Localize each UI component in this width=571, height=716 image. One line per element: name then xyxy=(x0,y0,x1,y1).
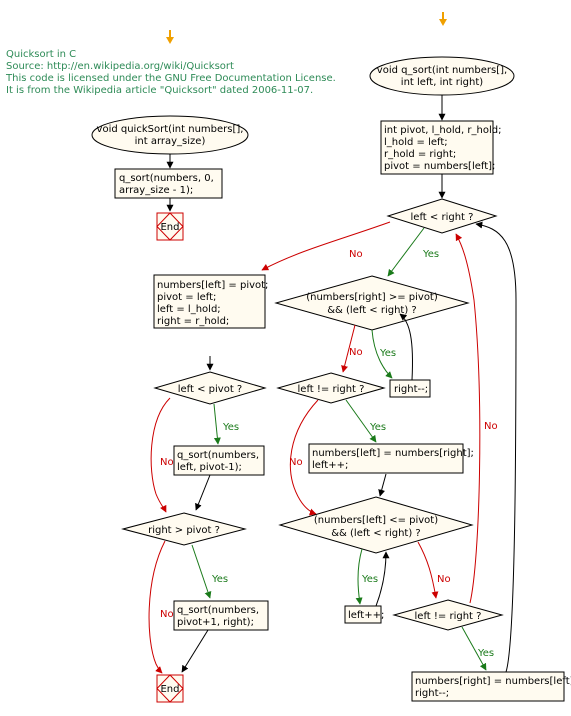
edge-rightpivot-no xyxy=(148,540,166,674)
neq-condition1-text: left != right ? xyxy=(298,384,365,395)
label-loop-no: No xyxy=(349,249,363,260)
header-title: Quicksort in C xyxy=(6,49,76,60)
assign1-line1: numbers[left] = numbers[right]; xyxy=(312,448,474,459)
inner-condition1-line1: (numbers[right] >= pivot) xyxy=(306,292,438,303)
qsort-call-box: q_sort(numbers, 0, array_size - 1); xyxy=(114,168,223,199)
inner-condition2-line1: (numbers[left] <= pivot) xyxy=(314,515,438,526)
edge-decrement-loopback xyxy=(399,313,413,381)
edge-rec2-to-end xyxy=(181,629,209,673)
end-label-main: End xyxy=(160,684,179,695)
assign1-line2: left++; xyxy=(312,460,348,471)
init-box: int pivot, l_hold, r_hold; l_hold = left… xyxy=(380,120,501,175)
edge-rec1-to-rightpivot xyxy=(195,474,211,511)
edge-leftpivot-yes xyxy=(213,403,221,445)
qsort-call-line1: q_sort(numbers, 0, xyxy=(119,173,214,184)
end-node-main: End xyxy=(156,674,184,703)
recursive-call2-line2: pivot+1, right); xyxy=(177,617,254,628)
edge-inner1-yes xyxy=(371,329,393,379)
inner-condition1-line2: && (left < right) ? xyxy=(327,305,417,316)
finish-line1: numbers[left] = pivot; xyxy=(157,280,268,291)
neq-condition2-diamond: left != right ? xyxy=(392,599,504,631)
edge-inner2-yes xyxy=(355,548,363,605)
quicksort-signature-line1: void quickSort(int numbers[], xyxy=(97,124,244,135)
right-pivot-diamond: right > pivot ? xyxy=(121,512,247,546)
header-license: This code is licensed under the GNU Free… xyxy=(5,73,336,84)
finish-box: numbers[left] = pivot; pivot = left; lef… xyxy=(153,274,268,329)
start-arrow-right xyxy=(439,12,447,26)
edge-neq1-yes xyxy=(345,399,377,443)
finish-line4: right = r_hold; xyxy=(157,316,229,327)
end-node-left: End xyxy=(156,212,184,241)
init-line3: r_hold = right; xyxy=(384,149,456,160)
edge-neq2-yes xyxy=(461,626,487,671)
right-pivot-text: right > pivot ? xyxy=(148,525,220,536)
assign2-line2: right--; xyxy=(415,688,449,699)
edge-increment-loopback xyxy=(375,551,390,607)
increment-left-text: left++; xyxy=(348,610,384,621)
header-article: It is from the Wikipedia article "Quicks… xyxy=(6,85,313,96)
init-line4: pivot = numbers[left]; xyxy=(384,161,495,172)
assign1-box: numbers[left] = numbers[right]; left++; xyxy=(308,443,474,474)
edge-assign1-to-inner2 xyxy=(378,473,387,497)
finish-line2: pivot = left; xyxy=(157,292,216,303)
qsort-signature-line2: int left, int right) xyxy=(401,77,483,88)
edge-loop-no xyxy=(261,221,391,271)
label-neq2-yes: Yes xyxy=(477,648,494,659)
init-line1: int pivot, l_hold, r_hold; xyxy=(384,125,501,136)
edge-neq2-no xyxy=(455,233,481,604)
assign2-line1: numbers[right] = numbers[left]; xyxy=(415,676,571,687)
inner-condition1-diamond: (numbers[right] >= pivot) && (left < rig… xyxy=(274,275,470,331)
assign2-box: numbers[right] = numbers[left]; right--; xyxy=(411,671,571,702)
label-rightpivot-yes: Yes xyxy=(211,574,228,585)
label-inner2-no: No xyxy=(437,574,451,585)
label-neq1-no: No xyxy=(289,457,303,468)
label-rightpivot-no: No xyxy=(160,609,174,620)
qsort-call-line2: array_size - 1); xyxy=(119,185,193,196)
decrement-right-text: right--; xyxy=(394,384,428,395)
recursive-call2-line1: q_sort(numbers, xyxy=(177,605,259,616)
label-neq1-yes: Yes xyxy=(369,422,386,433)
left-pivot-diamond: left < pivot ? xyxy=(153,371,267,405)
neq-condition2-text: left != right ? xyxy=(415,611,482,622)
label-neq2-no: No xyxy=(484,421,498,432)
start-arrow-left xyxy=(166,30,174,44)
recursive-call1-line2: left, pivot-1); xyxy=(177,462,242,473)
left-pivot-text: left < pivot ? xyxy=(178,384,243,395)
recursive-call1-box: q_sort(numbers, left, pivot-1); xyxy=(173,445,265,476)
label-inner1-yes: Yes xyxy=(379,348,396,359)
inner-condition2-line2: && (left < right) ? xyxy=(331,528,421,539)
finish-line3: left = l_hold; xyxy=(157,304,221,315)
label-inner2-yes: Yes xyxy=(361,574,378,585)
recursive-call1-line1: q_sort(numbers, xyxy=(177,450,259,461)
neq-condition1-diamond: left != right ? xyxy=(276,372,386,404)
inner-condition2-diamond: (numbers[left] <= pivot) && (left < righ… xyxy=(278,496,474,554)
edge-assign2-loopback xyxy=(475,221,517,673)
loop-condition-text: left < right ? xyxy=(411,212,474,223)
label-inner1-no: No xyxy=(349,347,363,358)
decrement-right-box: right--; xyxy=(389,379,431,398)
edge-neq1-no xyxy=(289,399,319,516)
label-loop-yes: Yes xyxy=(422,249,439,260)
init-line2: l_hold = left; xyxy=(384,137,448,148)
header-source: Source: http://en.wikipedia.org/wiki/Qui… xyxy=(6,61,234,72)
label-leftpivot-yes: Yes xyxy=(222,422,239,433)
quicksort-start-node: void quickSort(int numbers[], int array_… xyxy=(91,115,249,155)
header-block: Quicksort in C Source: http://en.wikiped… xyxy=(5,49,336,96)
qsort-signature-line1: void q_sort(int numbers[], xyxy=(377,65,507,76)
label-leftpivot-no: No xyxy=(160,457,174,468)
edge-loop-yes xyxy=(387,227,425,277)
edge-leftpivot-no xyxy=(150,397,171,513)
edge-inner2-no xyxy=(417,541,439,599)
end-label-left: End xyxy=(160,222,179,233)
increment-left-box: left++; xyxy=(344,605,384,624)
loop-condition-diamond: left < right ? xyxy=(386,198,498,234)
quicksort-signature-line2: int array_size) xyxy=(135,136,206,147)
qsort-start-node: void q_sort(int numbers[], int left, int… xyxy=(369,56,515,96)
edge-inner1-no xyxy=(341,324,356,373)
recursive-call2-box: q_sort(numbers, pivot+1, right); xyxy=(173,600,269,631)
edge-rightpivot-yes xyxy=(191,544,212,599)
